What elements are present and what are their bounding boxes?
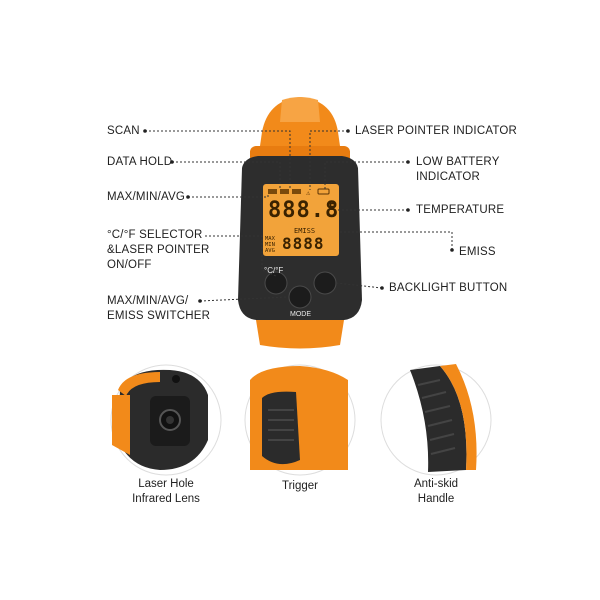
button-panel	[264, 271, 337, 309]
lcd-emiss-label: EMISS	[294, 227, 316, 235]
detail-circle-handle	[380, 364, 492, 476]
callout-backlight: BACKLIGHT BUTTON	[389, 282, 508, 294]
detail-circle-lens	[110, 364, 222, 476]
callout-data-hold: DATA HOLD	[107, 156, 173, 168]
caption-handle: Anti-skid Handle	[413, 478, 459, 505]
lcd-side-max: MAX	[265, 236, 275, 242]
callout-scan: SCAN	[107, 125, 140, 137]
svg-text:⚠: ⚠	[306, 189, 311, 197]
button-cf-label: °C/°F	[264, 266, 284, 275]
lcd-secondary-reading: 8888	[282, 234, 325, 253]
lcd-unit: E	[329, 202, 336, 213]
lcd-screen: ⚠	[263, 184, 339, 256]
lcd-main-reading: 888.8	[268, 198, 340, 223]
detail-circle-trigger	[244, 364, 356, 476]
callout-emiss: EMISS	[459, 246, 496, 258]
callout-laser-indicator: LASER POINTER INDICATOR	[355, 125, 518, 137]
leader-dots	[143, 129, 454, 303]
caption-trigger: Trigger	[282, 480, 318, 492]
caption-laser-lens: Laser Hole Infrared Lens	[132, 478, 200, 505]
callout-selector: °C/°F SELECTOR &LASER POINTER ON/OFF	[107, 229, 210, 271]
leader-lines	[145, 130, 453, 302]
callout-max-min-avg: MAX/MIN/AVG	[107, 191, 186, 203]
callout-switcher: MAX/MIN/AVG/ EMISS SWITCHER	[107, 295, 211, 322]
callout-temperature: TEMPERATURE	[416, 204, 505, 216]
callout-low-battery: LOW BATTERY INDICATOR	[416, 156, 500, 183]
lcd-side-avg: AVG	[265, 248, 275, 254]
button-mode-label: MODE	[290, 311, 311, 318]
lcd-side-min: MIN	[265, 242, 275, 248]
